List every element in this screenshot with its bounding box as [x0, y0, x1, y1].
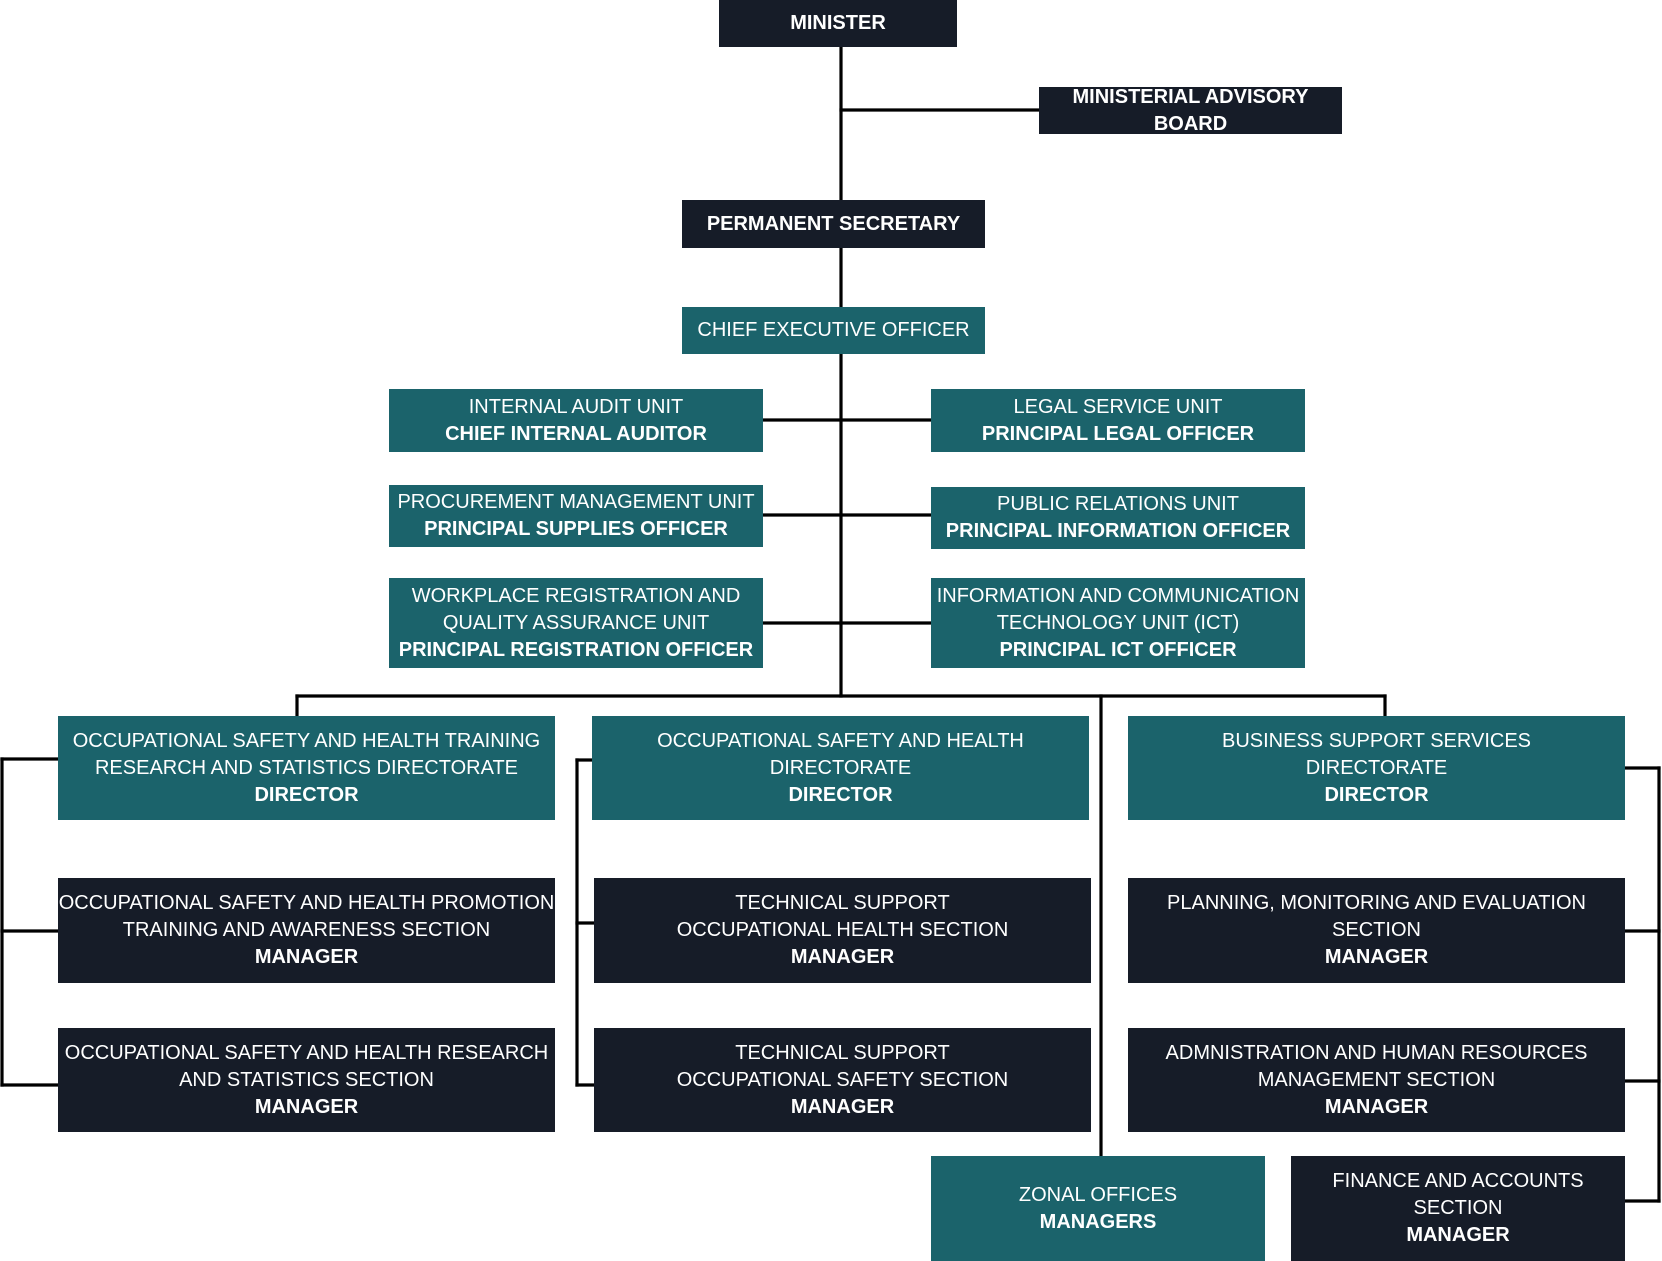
procurement-unit-role: PRINCIPAL SUPPLIES OFFICER: [424, 518, 728, 540]
training-research-directorate-box: OCCUPATIONAL SAFETY AND HEALTH TRAINING …: [58, 716, 555, 820]
promotion-training-section-box: OCCUPATIONAL SAFETY AND HEALTH PROMOTION…: [58, 878, 555, 983]
administration-hr-section-box: ADMNISTRATION AND HUMAN RESOURCES MANAGE…: [1128, 1028, 1625, 1132]
administration-hr-section-role: MANAGER: [1324, 1095, 1429, 1118]
osh-directorate-box: OCCUPATIONAL SAFETY AND HEALTH DIRECTORA…: [592, 716, 1089, 820]
occupational-health-section-title: TECHNICAL SUPPORT OCCUPATIONAL HEALTH SE…: [676, 892, 1009, 941]
research-statistics-section-box: OCCUPATIONAL SAFETY AND HEALTH RESEARCH …: [58, 1028, 555, 1132]
internal-audit-unit-box: INTERNAL AUDIT UNIT CHIEF INTERNAL AUDIT…: [389, 389, 763, 452]
occupational-safety-section-role: MANAGER: [790, 1095, 895, 1118]
research-statistics-section-title: OCCUPATIONAL SAFETY AND HEALTH RESEARCH …: [64, 1041, 549, 1091]
legal-service-unit-role: PRINCIPAL LEGAL OFFICER: [981, 422, 1255, 445]
planning-monitoring-section-title: PLANNING, MONITORING AND EVALUATION SECT…: [1167, 892, 1586, 941]
minister-box: MINISTER: [719, 0, 957, 47]
osh-directorate-role: DIRECTOR: [788, 783, 893, 806]
minister-title: MINISTER: [790, 12, 886, 34]
zonal-offices-role: MANAGERS: [1039, 1210, 1157, 1233]
ministerial-advisory-board-box: MINISTERIAL ADVISORY BOARD: [1039, 86, 1342, 135]
osh-directorate-title: OCCUPATIONAL SAFETY AND HEALTH DIRECTORA…: [657, 729, 1024, 779]
public-relations-unit-box: PUBLIC RELATIONS UNIT PRINCIPAL INFORMAT…: [931, 487, 1305, 549]
zonal-offices-title: ZONAL OFFICES: [1018, 1183, 1178, 1206]
business-support-directorate-title: BUSINESS SUPPORT SERVICES DIRECTORATE: [1222, 729, 1531, 779]
finance-accounts-section-role: MANAGER: [1406, 1224, 1510, 1246]
planning-monitoring-section-role: MANAGER: [1324, 946, 1429, 968]
training-research-directorate-title: OCCUPATIONAL SAFETY AND HEALTH TRAINING …: [72, 729, 541, 779]
occupational-safety-section-box: TECHNICAL SUPPORT OCCUPATIONAL SAFETY SE…: [594, 1028, 1091, 1132]
internal-audit-unit-role: CHIEF INTERNAL AUDITOR: [445, 422, 707, 445]
workplace-registration-unit-title: WORKPLACE REGISTRATION AND QUALITY ASSUR…: [411, 584, 741, 634]
workplace-registration-unit-box: WORKPLACE REGISTRATION AND QUALITY ASSUR…: [389, 578, 763, 668]
promotion-training-section-title: OCCUPATIONAL SAFETY AND HEALTH PROMOTION…: [58, 892, 555, 941]
research-statistics-section-role: MANAGER: [254, 1095, 359, 1118]
zonal-offices-box: ZONAL OFFICES MANAGERS: [931, 1156, 1265, 1261]
ict-unit-role: PRINCIPAL ICT OFFICER: [999, 638, 1237, 661]
legal-service-unit-title: LEGAL SERVICE UNIT: [1013, 395, 1223, 418]
chief-executive-officer-box: CHIEF EXECUTIVE OFFICER: [682, 307, 985, 354]
administration-hr-section-title: ADMNISTRATION AND HUMAN RESOURCES MANAGE…: [1165, 1041, 1588, 1091]
finance-accounts-section-box: FINANCE AND ACCOUNTS SECTION MANAGER: [1291, 1156, 1625, 1261]
occupational-health-section-role: MANAGER: [790, 946, 895, 968]
ict-unit-box: INFORMATION AND COMMUNICATION TECHNOLOGY…: [931, 578, 1305, 668]
permanent-secretary-title: PERMANENT SECRETARY: [706, 212, 961, 235]
business-support-directorate-role: DIRECTOR: [1324, 783, 1429, 806]
finance-accounts-section-title: FINANCE AND ACCOUNTS SECTION: [1332, 1170, 1584, 1219]
legal-service-unit-box: LEGAL SERVICE UNIT PRINCIPAL LEGAL OFFIC…: [931, 389, 1305, 452]
procurement-unit-box: PROCUREMENT MANAGEMENT UNIT PRINCIPAL SU…: [389, 485, 763, 547]
procurement-unit-title: PROCUREMENT MANAGEMENT UNIT: [397, 491, 755, 513]
public-relations-unit-role: PRINCIPAL INFORMATION OFFICER: [945, 520, 1291, 542]
permanent-secretary-box: PERMANENT SECRETARY: [682, 200, 985, 248]
business-support-directorate-box: BUSINESS SUPPORT SERVICES DIRECTORATE DI…: [1128, 716, 1625, 820]
ceo-title: CHIEF EXECUTIVE OFFICER: [697, 319, 970, 341]
occupational-safety-section-title: TECHNICAL SUPPORT OCCUPATIONAL SAFETY SE…: [676, 1041, 1009, 1091]
advisory-board-title: MINISTERIAL ADVISORY BOARD: [1072, 85, 1309, 135]
training-research-directorate-role: DIRECTOR: [254, 783, 359, 806]
occupational-health-section-box: TECHNICAL SUPPORT OCCUPATIONAL HEALTH SE…: [594, 878, 1091, 983]
internal-audit-unit-title: INTERNAL AUDIT UNIT: [468, 395, 684, 418]
ict-unit-title: INFORMATION AND COMMUNICATION TECHNOLOGY…: [936, 584, 1300, 634]
workplace-registration-unit-role: PRINCIPAL REGISTRATION OFFICER: [398, 638, 754, 661]
public-relations-unit-title: PUBLIC RELATIONS UNIT: [997, 493, 1239, 515]
planning-monitoring-section-box: PLANNING, MONITORING AND EVALUATION SECT…: [1128, 878, 1625, 983]
promotion-training-section-role: MANAGER: [254, 946, 359, 968]
